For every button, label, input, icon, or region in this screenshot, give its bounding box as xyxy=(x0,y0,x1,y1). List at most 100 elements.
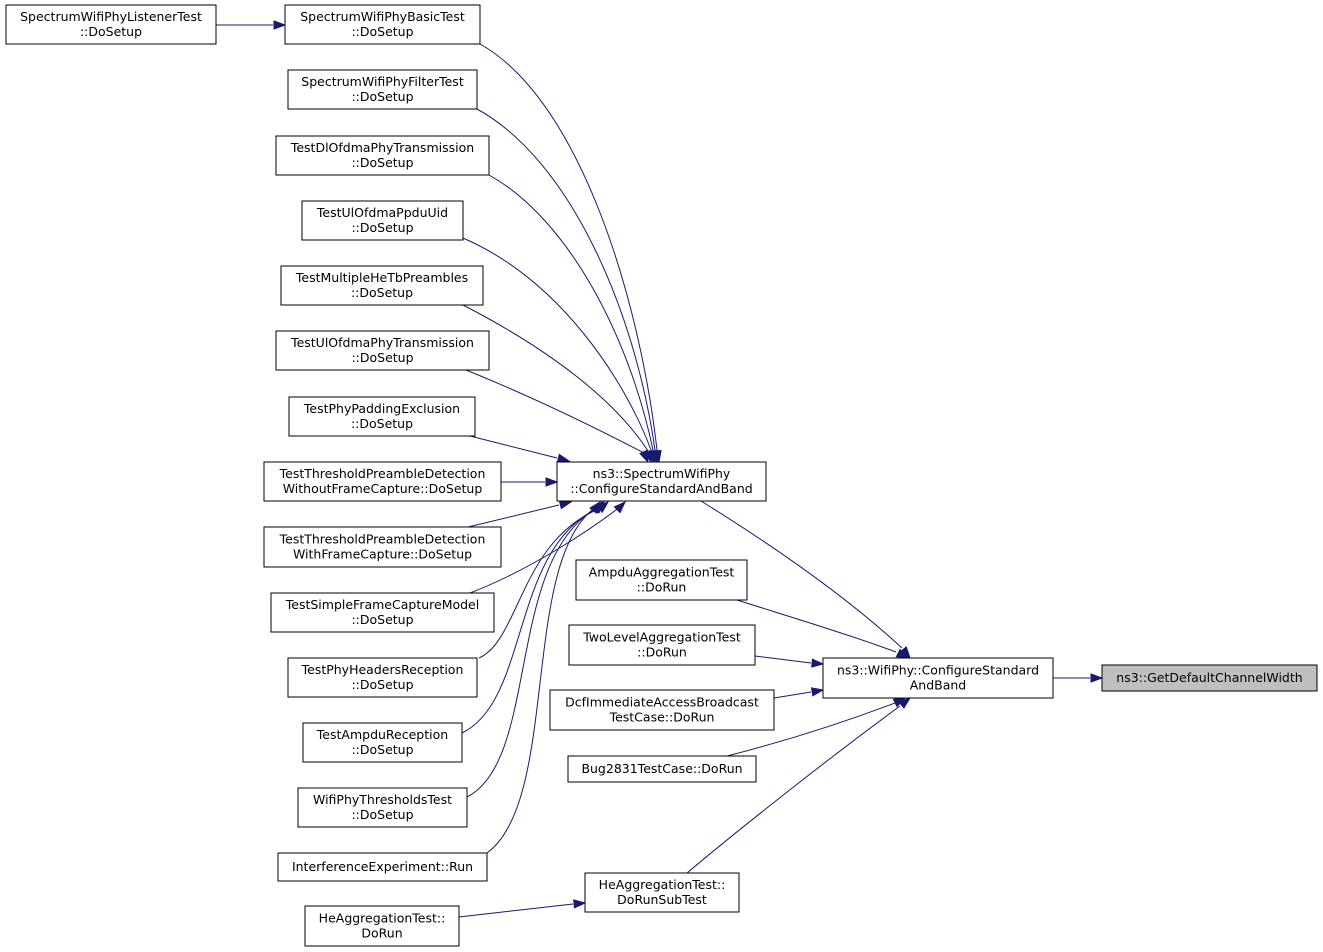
node-box xyxy=(567,755,757,783)
edge-n19-n23 xyxy=(754,655,825,668)
edge-line xyxy=(458,903,574,918)
node-label: TestAmpduReception xyxy=(316,727,448,742)
arrow-head-icon xyxy=(811,658,825,668)
node-n9[interactable]: TestThresholdPreambleDetectionWithoutFra… xyxy=(263,461,502,502)
node-n5[interactable]: TestUlOfdmaPpduUid::DoSetup xyxy=(301,200,464,241)
node-n6[interactable]: TestMultipleHeTbPreambles::DoSetup xyxy=(280,265,484,306)
node-label: SpectrumWifiPhyFilterTest xyxy=(301,74,464,89)
arrow-head-icon xyxy=(556,453,571,463)
node-label: ::ConfigureStandardAndBand xyxy=(570,481,752,496)
edge-line xyxy=(754,655,812,664)
node-label: HeAggregationTest:: xyxy=(319,911,446,926)
node-label: ::DoSetup xyxy=(80,24,142,39)
node-box xyxy=(284,4,481,45)
edge-n10-n17 xyxy=(467,500,573,528)
node-box xyxy=(287,69,478,110)
node-n24[interactable]: ns3::GetDefaultChannelWidth xyxy=(1101,664,1318,692)
node-n15[interactable]: InterferenceExperiment::Run xyxy=(277,852,488,882)
arrow-head-icon xyxy=(589,500,601,514)
edge-n16-n22 xyxy=(458,899,587,918)
edge-line xyxy=(461,507,599,734)
node-n20[interactable]: DcfImmediateAccessBroadcastTestCase::DoR… xyxy=(549,689,775,731)
node-label: Bug2831TestCase::DoRun xyxy=(581,761,742,776)
edge-line xyxy=(469,435,558,459)
edge-line xyxy=(478,507,602,659)
node-label: ::DoRun xyxy=(637,580,687,595)
edge-n11-n17 xyxy=(469,500,627,594)
edge-n9-n17 xyxy=(501,477,559,487)
arrow-head-icon xyxy=(558,500,573,510)
node-n11[interactable]: TestSimpleFrameCaptureModel::DoSetup xyxy=(270,592,495,633)
node-label: WithFrameCapture::DoSetup xyxy=(293,547,472,562)
node-box xyxy=(277,852,488,882)
node-n22[interactable]: HeAggregationTest::DoRunSubTest xyxy=(584,872,740,913)
node-label: TestDlOfdmaPhyTransmission xyxy=(290,140,474,155)
node-box xyxy=(1101,664,1318,692)
node-label: ::DoSetup xyxy=(351,24,413,39)
edge-line xyxy=(469,506,621,594)
arrow-head-icon xyxy=(273,20,287,30)
node-label: SpectrumWifiPhyListenerTest xyxy=(20,9,202,24)
edge-n15-n17 xyxy=(486,500,601,854)
node-label: DoRun xyxy=(361,926,402,941)
node-n16[interactable]: HeAggregationTest::DoRun xyxy=(304,905,460,947)
edge-n7-n17 xyxy=(465,369,649,464)
node-label: TestPhyHeadersReception xyxy=(301,662,464,677)
node-box xyxy=(822,657,1054,699)
edge-line xyxy=(726,702,896,757)
node-label: ns3::GetDefaultChannelWidth xyxy=(1116,670,1302,685)
node-box xyxy=(288,396,476,437)
node-n7[interactable]: TestUlOfdmaPhyTransmission::DoSetup xyxy=(275,330,490,371)
arrow-head-icon xyxy=(898,697,912,709)
edge-n20-n23 xyxy=(773,687,825,699)
edge-line xyxy=(486,506,597,854)
node-box xyxy=(301,200,464,241)
node-n2[interactable]: SpectrumWifiPhyBasicTest::DoSetup xyxy=(284,4,481,45)
edge-line xyxy=(466,507,598,798)
edge-n23-n24 xyxy=(1053,673,1104,683)
node-label: TwoLevelAggregationTest xyxy=(582,630,741,645)
node-box xyxy=(280,265,484,306)
edge-n1-n2 xyxy=(216,20,287,30)
node-label: InterferenceExperiment::Run xyxy=(292,859,473,874)
arrow-head-icon xyxy=(1090,673,1104,683)
node-n19[interactable]: TwoLevelAggregationTest::DoRun xyxy=(568,624,756,666)
node-box xyxy=(270,592,495,633)
node-box xyxy=(263,526,502,568)
node-label: WifiPhyThresholdsTest xyxy=(313,792,452,807)
node-box xyxy=(287,657,478,698)
node-box xyxy=(5,4,217,45)
node-label: ::DoSetup xyxy=(351,416,413,431)
node-n18[interactable]: AmpduAggregationTest::DoRun xyxy=(575,559,748,601)
edge-line xyxy=(736,599,897,653)
node-n10[interactable]: TestThresholdPreambleDetectionWithFrameC… xyxy=(263,526,502,568)
node-n1[interactable]: SpectrumWifiPhyListenerTest::DoSetup xyxy=(5,4,217,45)
node-label: TestPhyPaddingExclusion xyxy=(303,401,460,416)
node-label: ::DoSetup xyxy=(351,612,413,627)
node-box xyxy=(304,905,460,947)
node-label: TestThresholdPreambleDetection xyxy=(279,532,486,547)
edge-line xyxy=(465,369,645,454)
node-n21[interactable]: Bug2831TestCase::DoRun xyxy=(567,755,757,783)
edge-n3-n17 xyxy=(476,108,660,464)
edge-line xyxy=(488,174,654,451)
arrow-head-icon xyxy=(810,687,825,697)
node-n13[interactable]: TestAmpduReception::DoSetup xyxy=(302,722,463,763)
node-label: ns3::SpectrumWifiPhy xyxy=(593,466,731,481)
arrow-head-icon xyxy=(639,449,649,464)
node-label: DoRunSubTest xyxy=(617,892,707,907)
node-n12[interactable]: TestPhyHeadersReception::DoSetup xyxy=(287,657,478,698)
node-n3[interactable]: SpectrumWifiPhyFilterTest::DoSetup xyxy=(287,69,478,110)
arrow-head-icon xyxy=(895,648,910,659)
node-n8[interactable]: TestPhyPaddingExclusion::DoSetup xyxy=(288,396,476,437)
node-n17[interactable]: ns3::SpectrumWifiPhy::ConfigureStandardA… xyxy=(556,461,767,502)
node-label: TestMultipleHeTbPreambles xyxy=(295,270,468,285)
node-n14[interactable]: WifiPhyThresholdsTest::DoSetup xyxy=(297,787,468,828)
node-label: TestUlOfdmaPpduUid xyxy=(316,205,448,220)
node-box xyxy=(568,624,756,666)
node-label: AndBand xyxy=(910,678,967,693)
edges-layer xyxy=(216,20,1104,918)
node-n4[interactable]: TestDlOfdmaPhyTransmission::DoSetup xyxy=(275,135,490,176)
node-n23[interactable]: ns3::WifiPhy::ConfigureStandardAndBand xyxy=(822,657,1054,699)
